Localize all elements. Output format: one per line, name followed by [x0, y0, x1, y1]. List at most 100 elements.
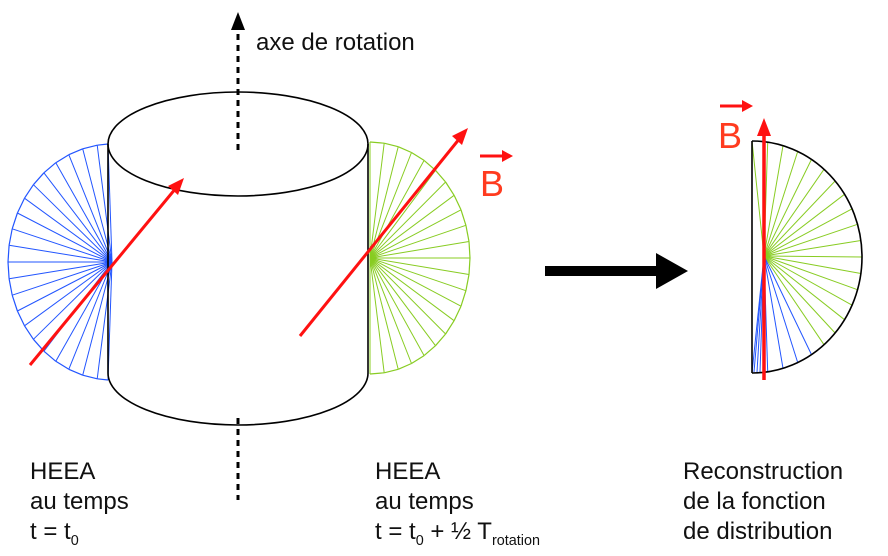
fan-arc-segment: [369, 141, 385, 144]
fan-ray: [33, 184, 113, 263]
fan-ray: [369, 257, 436, 346]
b-symbol-middle: B: [480, 163, 504, 204]
fan-arc-segment: [11, 295, 18, 312]
fan-ray: [33, 261, 113, 340]
field-arrow-right: [757, 118, 771, 380]
recon-ray: [763, 255, 825, 345]
left-caption-line1: HEEA: [30, 458, 96, 485]
fan-ray: [369, 257, 467, 292]
middle-caption-line2: au temps: [375, 488, 474, 515]
fan-ray: [12, 228, 113, 263]
fan-arc-segment: [465, 274, 470, 291]
right-caption: Reconstruction de la fonction de distrib…: [683, 457, 843, 547]
fan-arc-segment: [8, 228, 13, 246]
fan-arc-segment: [468, 241, 471, 259]
fan-arc-segment: [23, 325, 34, 340]
recon-ray: [763, 240, 861, 257]
fan-arc-segment: [16, 310, 26, 327]
fan-arc-segment: [97, 378, 109, 381]
fan-arc-segment: [445, 181, 455, 196]
axis-label: axe de rotation: [256, 29, 415, 56]
left-caption: HEEA au temps t = t0: [30, 457, 129, 556]
fan-arc-segment: [411, 355, 425, 365]
b-vector-label-right: B: [718, 100, 753, 156]
fan-arc-segment: [7, 245, 10, 263]
fan-arc-segment: [97, 143, 109, 146]
fan-arc-segment: [23, 184, 34, 199]
left-caption-line3: t = t0: [30, 518, 79, 549]
fan-ray: [9, 261, 113, 280]
fan-ray: [43, 172, 113, 263]
fan-arc-segment: [397, 362, 412, 370]
right-caption-line3: de distribution: [683, 518, 833, 545]
right-caption-line2: de la fonction: [683, 488, 826, 515]
recon-ray: [763, 145, 784, 257]
fan-ray: [369, 209, 462, 259]
fan-ray: [369, 257, 470, 275]
fan-arc-segment: [82, 144, 98, 150]
b-vector-label-middle: B: [480, 150, 513, 204]
fan-arc-segment: [68, 368, 83, 376]
fan-ray: [369, 257, 446, 335]
recon-ray: [763, 255, 863, 258]
fan-ray: [369, 194, 455, 259]
fan-ray: [369, 224, 467, 259]
fan-ray: [68, 154, 113, 263]
recon-ray: [763, 255, 836, 334]
recon-ray: [763, 223, 858, 257]
fan-ray: [82, 261, 113, 376]
fan-arc-segment: [397, 146, 412, 154]
fan-ray: [96, 145, 113, 263]
fan-ray: [369, 257, 425, 356]
middle-caption-line1: HEEA: [375, 458, 441, 485]
fan-ray: [369, 257, 385, 373]
fan-arc-segment: [445, 320, 455, 335]
fan-ray: [369, 170, 436, 259]
fan-ray: [369, 181, 446, 259]
middle-caption: HEEA au temps t = t0 + ½ Trotation: [375, 457, 540, 556]
fan-ray: [369, 257, 462, 307]
fan-ray: [68, 261, 113, 370]
left-caption-line2: au temps: [30, 488, 129, 515]
fan-arc-segment: [55, 154, 70, 164]
fan-ray: [24, 197, 113, 263]
field-arrow-left: [28, 178, 184, 366]
fan-arc-segment: [453, 195, 462, 211]
recon-ray: [763, 255, 784, 369]
fan-arc-segment: [82, 374, 98, 380]
fan-arc-segment: [8, 278, 13, 296]
recon-ray: [763, 255, 812, 355]
fan-arc-segment: [384, 368, 399, 374]
fan-arc-segment: [435, 333, 447, 347]
fan-arc-segment: [453, 305, 462, 321]
cylinder-bottom: [107, 372, 369, 426]
fan-ray: [369, 146, 399, 259]
recon-ray: [763, 255, 861, 274]
fan-arc-segment: [423, 345, 436, 357]
recon-ray: [763, 169, 825, 257]
fan-ray: [369, 257, 455, 322]
field-arrow-middle: [298, 128, 468, 337]
recon-ray: [751, 140, 765, 257]
fan-ray: [369, 257, 412, 364]
recon-ray: [763, 255, 845, 321]
fan-ray: [369, 257, 399, 370]
fan-arc-segment: [468, 257, 471, 275]
fan-arc-segment: [411, 151, 425, 161]
fan-arc-segment: [68, 148, 83, 156]
fan-ray: [9, 244, 113, 263]
fan-ray: [17, 212, 113, 263]
axis-arrowhead: [231, 12, 245, 30]
fan-arc-segment: [7, 261, 10, 279]
fan-arc-segment: [460, 209, 467, 226]
fan-arc-segment: [465, 225, 470, 242]
middle-caption-line3: t = t0 + ½ Trotation: [375, 518, 540, 549]
recon-ray: [763, 208, 853, 257]
green-detector-fan: [369, 141, 471, 375]
recon-ray: [763, 180, 836, 257]
fan-ray: [369, 160, 425, 259]
fan-arc-segment: [43, 350, 57, 362]
distribution-reconstruction: [751, 140, 863, 374]
recon-ray: [763, 255, 858, 291]
fan-arc-segment: [55, 360, 70, 370]
